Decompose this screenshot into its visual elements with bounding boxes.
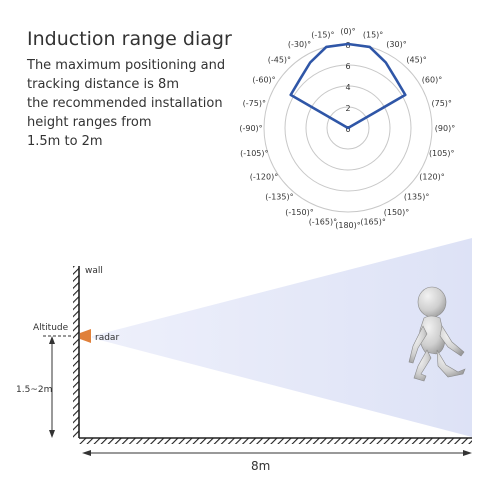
radial-tick-label: 8 bbox=[345, 41, 350, 50]
radial-tick-label: 6 bbox=[345, 62, 350, 71]
radial-tick-label: 4 bbox=[345, 83, 350, 92]
angle-label: (-45)° bbox=[268, 55, 291, 64]
angle-label: (-105)° bbox=[240, 149, 268, 158]
angle-label: (-135)° bbox=[265, 193, 293, 202]
angle-label: (120)° bbox=[419, 173, 445, 182]
polar-range-chart: (0)° (15)°(30)°(45)° (60)° (75)° (90)° (105)°… bbox=[239, 27, 455, 230]
angle-label: (135)° bbox=[404, 193, 430, 202]
polar-ring bbox=[284, 64, 412, 192]
wall bbox=[73, 266, 79, 438]
distance-label: 8m bbox=[251, 459, 270, 473]
angle-label: (-75)° bbox=[243, 99, 266, 108]
angle-label: (60)° bbox=[422, 76, 442, 85]
angle-label: (45)° bbox=[406, 55, 426, 64]
angle-label: (75)° bbox=[431, 99, 451, 108]
polar-ring bbox=[326, 106, 370, 150]
height-label: 1.5~2m bbox=[16, 385, 52, 395]
angle-label: (30)° bbox=[386, 40, 406, 49]
description-line: the recommended installation bbox=[27, 96, 223, 111]
angle-label: (180)° bbox=[335, 221, 361, 230]
description-line: height ranges from bbox=[27, 115, 152, 130]
radial-tick-label: 0 bbox=[345, 125, 350, 134]
angle-label: (-30)° bbox=[288, 40, 311, 49]
angle-label: (-120)° bbox=[250, 173, 278, 182]
description-line: tracking distance is 8m bbox=[27, 77, 179, 92]
angle-label: (-90)° bbox=[239, 124, 262, 133]
angle-label: (90)° bbox=[435, 124, 455, 133]
angle-label: (-150)° bbox=[285, 208, 313, 217]
detection-beam bbox=[92, 238, 472, 437]
angle-label: (0)° bbox=[340, 27, 355, 36]
description-line: The maximum positioning and bbox=[27, 58, 226, 73]
angle-label: (150)° bbox=[384, 208, 410, 217]
angle-label: (-165)° bbox=[309, 218, 337, 227]
description-line: 1.5m to 2m bbox=[27, 134, 103, 149]
altitude-label: Altitude bbox=[33, 323, 69, 333]
wall-label: wall bbox=[85, 266, 103, 276]
person-figure bbox=[408, 286, 466, 382]
description: The maximum positioning and tracking dis… bbox=[27, 56, 257, 151]
detection-range-line bbox=[289, 42, 407, 130]
angle-label: (-15)° bbox=[311, 30, 334, 39]
polar-angle-labels: (0)° (15)°(30)°(45)° (60)° (75)° (90)° (105)°… bbox=[239, 27, 455, 230]
radar-label: radar bbox=[95, 333, 119, 343]
angle-label: (-60)° bbox=[252, 76, 275, 85]
angle-label: (15)° bbox=[363, 30, 383, 39]
radial-tick-label: 2 bbox=[345, 104, 350, 113]
radar-sensor bbox=[80, 329, 91, 343]
polar-ring bbox=[305, 85, 391, 171]
diagram-title: Induction range diagr bbox=[27, 28, 232, 50]
angle-label: (165)° bbox=[360, 218, 386, 227]
polar-radial-labels: 0 2 4 6 8 bbox=[345, 41, 350, 134]
floor bbox=[79, 438, 472, 444]
angle-label: (105)° bbox=[429, 149, 455, 158]
